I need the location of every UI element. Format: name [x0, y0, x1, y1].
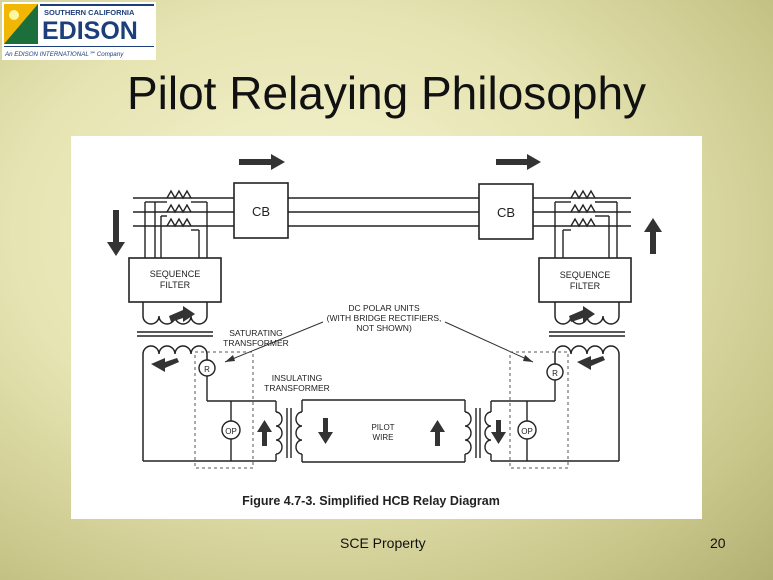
logo-tagline: An EDISON INTERNATIONAL℠ Company: [4, 51, 124, 58]
curved-arrow-icon: [169, 306, 195, 322]
op-right-label: OP: [521, 427, 533, 436]
arrow-down-icon: [107, 210, 125, 256]
seq-filter-left-line1: SEQUENCE: [150, 269, 201, 279]
dc-polar-pointers: [224, 321, 534, 363]
relay-diagram: CB CB SEQUENCE FILTER SEQUENCE FILTER: [71, 136, 702, 519]
restraint-unit-left: [198, 359, 216, 377]
cb-left-label: CB: [252, 204, 270, 219]
dc-polar-line2: (WITH BRIDGE RECTIFIERS,: [327, 313, 442, 323]
dc-polar-line3: NOT SHOWN): [356, 323, 412, 333]
circuit-breaker-left: [233, 182, 289, 239]
page-number: 20: [710, 535, 726, 551]
arrow-right-icon: [239, 154, 285, 170]
restraint-unit-right: [546, 363, 564, 381]
arrow-down-icon: [318, 418, 333, 444]
ct-coils-right: [554, 189, 618, 258]
dc-polar-line1: DC POLAR UNITS: [348, 303, 420, 313]
pilot-label-line1: PILOT: [371, 423, 394, 432]
relay-diagram-svg: CB CB SEQUENCE FILTER SEQUENCE FILTER: [107, 154, 662, 508]
pilot-label-line2: WIRE: [373, 433, 394, 442]
sequence-filter-right: [538, 257, 632, 303]
figure-caption: Figure 4.7-3. Simplified HCB Relay Diagr…: [242, 494, 500, 508]
cb-right-label: CB: [497, 205, 515, 220]
slide-title: Pilot Relaying Philosophy: [126, 67, 647, 119]
curved-arrow-icon: [577, 356, 605, 370]
saturating-transformer-right: [549, 302, 625, 461]
pointer-head-icon: [523, 355, 533, 362]
power-flow-arrows: [107, 154, 662, 256]
op-left-label: OP: [225, 427, 237, 436]
footer-label: SCE Property: [340, 535, 426, 551]
arrow-right-icon: [496, 154, 541, 170]
pointer-head-icon: [225, 355, 235, 362]
edison-logo: SOUTHERN CALIFORNIA EDISON An EDISON INT…: [2, 2, 156, 60]
saturating-transformer-left: [137, 302, 213, 461]
relay-box-left: [194, 351, 254, 469]
pilot-wire-loop: [301, 399, 466, 463]
saturating-line1: SATURATING: [229, 328, 283, 338]
insulating-line2: TRANSFORMER: [264, 383, 330, 393]
arrow-up-icon: [644, 218, 662, 254]
logo-edison-text: EDISON: [42, 17, 138, 45]
insulating-line1: INSULATING: [272, 373, 322, 383]
edison-logo-graphic: SOUTHERN CALIFORNIA EDISON An EDISON INT…: [2, 2, 156, 60]
sequence-filter-left: [128, 257, 222, 303]
arrow-down-icon: [491, 420, 506, 444]
curved-arrow-icon: [569, 306, 595, 322]
logo-line1: SOUTHERN CALIFORNIA: [44, 8, 135, 17]
saturating-line2: TRANSFORMER: [223, 338, 289, 348]
seq-filter-left-line2: FILTER: [160, 280, 191, 290]
current-arrows-right: [569, 306, 605, 370]
seq-filter-right-line1: SEQUENCE: [560, 270, 611, 280]
curved-arrow-icon: [151, 358, 179, 372]
circuit-breaker-right: [478, 183, 534, 240]
loop-current-arrows: [257, 418, 506, 446]
arrow-up-icon: [257, 420, 272, 446]
ct-coils-left: [144, 189, 208, 258]
relay-box-right: [509, 351, 569, 469]
current-arrows-left: [151, 306, 195, 372]
r-right-label: R: [552, 369, 558, 378]
seq-filter-right-line2: FILTER: [570, 281, 601, 291]
arrow-up-icon: [430, 420, 445, 446]
r-left-label: R: [204, 365, 210, 374]
